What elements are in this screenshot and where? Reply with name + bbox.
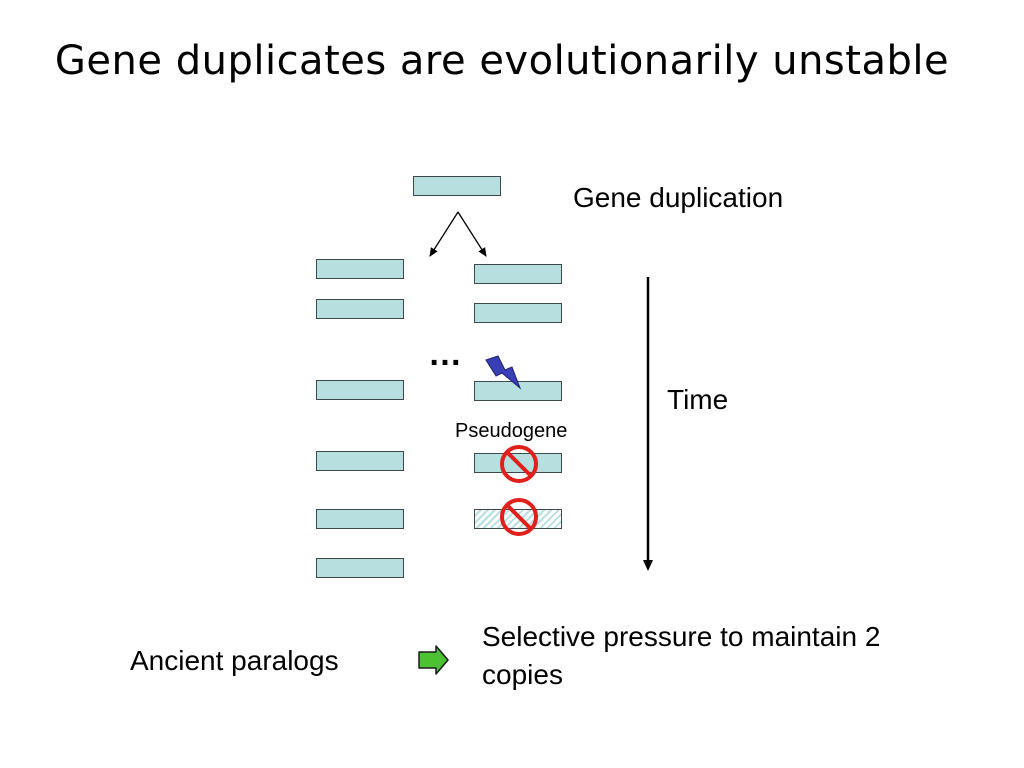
left-gene-3	[316, 380, 404, 400]
left-gene-4	[316, 451, 404, 471]
gene-duplication-label: Gene duplication	[573, 182, 784, 213]
selective-pressure-label: Selective pressure to maintain 2 copies	[482, 621, 881, 690]
left-gene-1	[316, 259, 404, 279]
slide-title: Gene duplicates are evolutionarily unsta…	[54, 38, 950, 84]
ancient-paralogs-label: Ancient paralogs	[130, 645, 339, 676]
left-gene-6	[316, 558, 404, 578]
ellipsis: …	[428, 335, 462, 373]
left-gene-5	[316, 509, 404, 529]
ancestral-gene	[413, 176, 501, 196]
time-arrowhead	[643, 560, 653, 571]
no-sign-icon	[500, 445, 538, 483]
duplication-arrow-left	[429, 211, 459, 257]
pseudogene-label: Pseudogene	[455, 420, 568, 442]
no-sign-icon	[500, 498, 538, 536]
left-gene-2	[316, 299, 404, 319]
right-gene-1	[474, 264, 562, 284]
right-arrow-icon	[418, 645, 449, 675]
duplication-arrow-right	[457, 211, 487, 257]
right-gene-2	[474, 303, 562, 323]
time-label: Time	[667, 384, 729, 415]
lightning-bolt-icon	[485, 355, 522, 390]
decayed-gene-box	[474, 509, 562, 529]
